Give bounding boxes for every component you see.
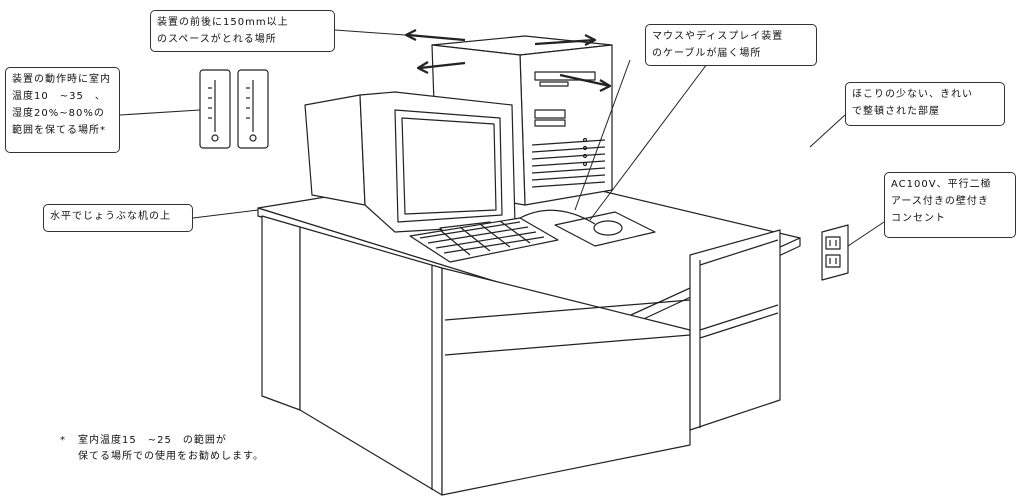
- cable-reach-callout: マウスやディスプレイ装置 のケーブルが届く場所: [645, 24, 817, 66]
- outlet-callout: AC100V、平行二極 アース付きの壁付き コンセント: [884, 172, 1016, 238]
- footnote: * 室内温度15 ~25 の範囲が 保てる場所での使用をお勧めします。: [60, 433, 264, 465]
- thermometer-icon: [200, 70, 230, 148]
- temperature-humidity-callout: 装置の動作時に室内 温度10 ~35 、 湿度20%~80%の 範囲を保てる場所…: [5, 67, 120, 153]
- wall-outlet-icon: [822, 225, 848, 280]
- desk-callout: 水平でじょうぶな机の上: [43, 204, 193, 232]
- clearance-callout: 装置の前後に150mm以上 のスペースがとれる場所: [150, 10, 335, 52]
- footnote-line-2: 保てる場所での使用をお勧めします。: [78, 449, 264, 465]
- footnote-line-1: 室内温度15 ~25 の範囲が: [78, 433, 264, 449]
- hygrometer-icon: [238, 70, 268, 148]
- footnote-marker: *: [60, 433, 66, 449]
- room-callout: ほこりの少ない、きれい で整頓された部屋: [845, 82, 1005, 126]
- desk: [258, 168, 800, 495]
